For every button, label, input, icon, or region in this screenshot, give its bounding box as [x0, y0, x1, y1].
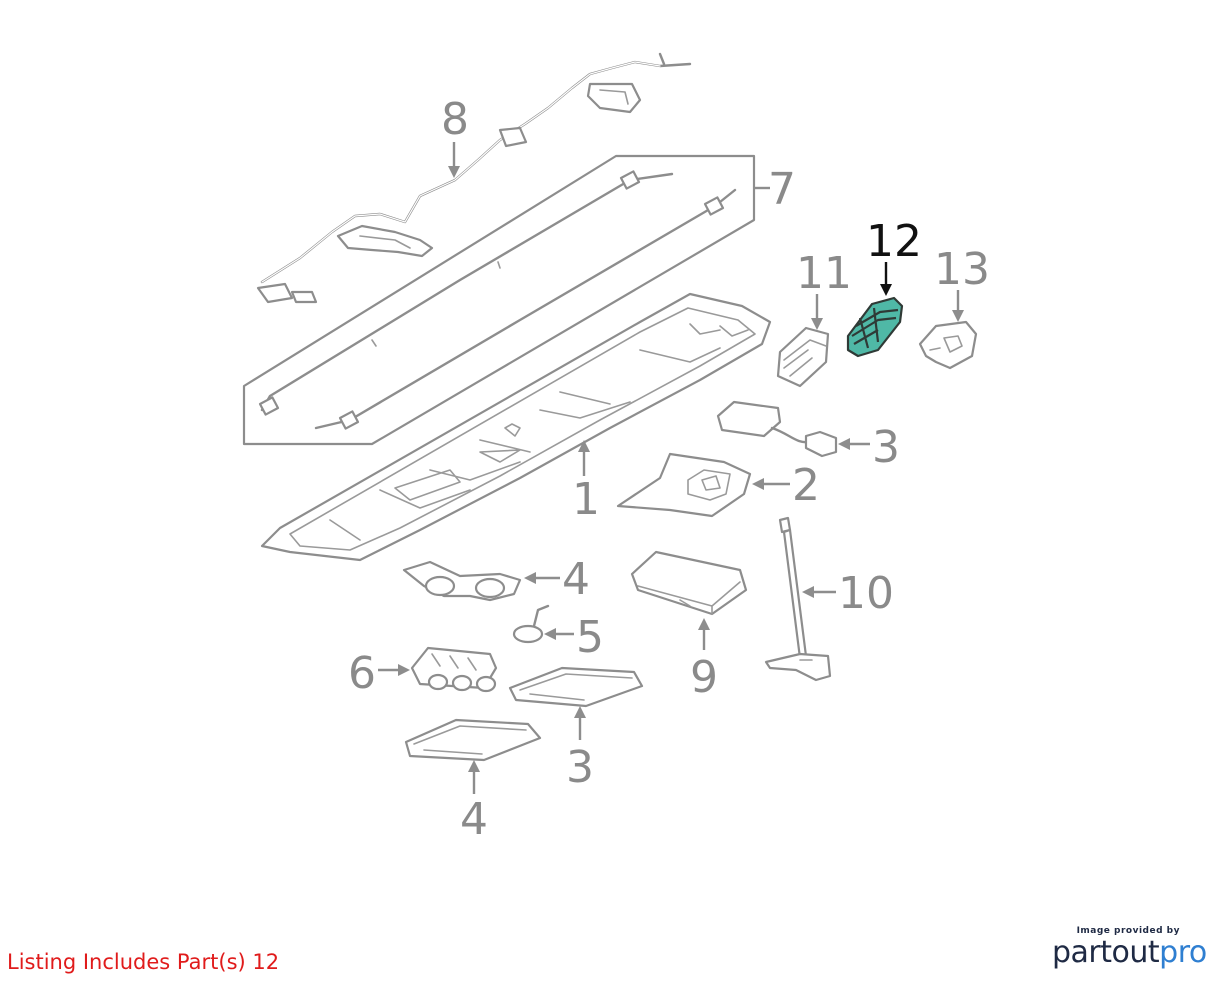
- part-1-overhead-console: [260, 292, 772, 562]
- callout-labels: 8 7 12 11 13 3 1 2 4 10 5 6 9 3 4: [348, 94, 990, 845]
- callout-12: 12: [866, 216, 922, 267]
- part-3-sensor: [716, 400, 838, 458]
- part-11-switch: [776, 326, 830, 388]
- provider-badge: Image provided by partoutpro: [1052, 926, 1212, 970]
- part-9-module: [630, 550, 748, 616]
- callout-5: 5: [576, 612, 604, 663]
- part-2-trim-piece: [616, 452, 752, 518]
- part-12-switch-highlighted: [846, 296, 904, 358]
- logo-accent: pro: [1159, 935, 1207, 970]
- callout-4-bottom: 4: [460, 794, 488, 845]
- callout-9: 9: [690, 652, 718, 703]
- callout-1: 1: [572, 474, 600, 525]
- callout-2: 2: [792, 460, 820, 511]
- part-3-lamp-housing: [508, 666, 644, 708]
- callout-3-bottom: 3: [566, 742, 594, 793]
- part-4-lamp-housing: [404, 718, 542, 762]
- part-5-bulb: [512, 604, 550, 644]
- provider-logo: partoutpro: [1052, 936, 1212, 970]
- part-8-wiring-harness: [256, 52, 692, 304]
- callout-10: 10: [838, 568, 894, 619]
- part-4-lamp: [402, 560, 522, 602]
- part-7-frame-assembly: [242, 154, 756, 446]
- provider-tagline: Image provided by: [1076, 926, 1180, 936]
- callout-11: 11: [796, 248, 852, 299]
- callout-8: 8: [441, 94, 469, 145]
- listing-note: Listing Includes Part(s) 12: [7, 950, 280, 974]
- callout-4-mid: 4: [562, 554, 590, 605]
- callout-7: 7: [768, 164, 796, 215]
- callout-6: 6: [348, 648, 376, 699]
- leader-lines: [378, 142, 964, 794]
- callout-3-top: 3: [872, 422, 900, 473]
- part-10-bracket: [764, 516, 832, 682]
- part-6-switch-bank: [410, 646, 498, 693]
- part-13-trim-cover: [918, 320, 978, 370]
- logo-main: partout: [1052, 935, 1160, 970]
- callout-13: 13: [934, 244, 990, 295]
